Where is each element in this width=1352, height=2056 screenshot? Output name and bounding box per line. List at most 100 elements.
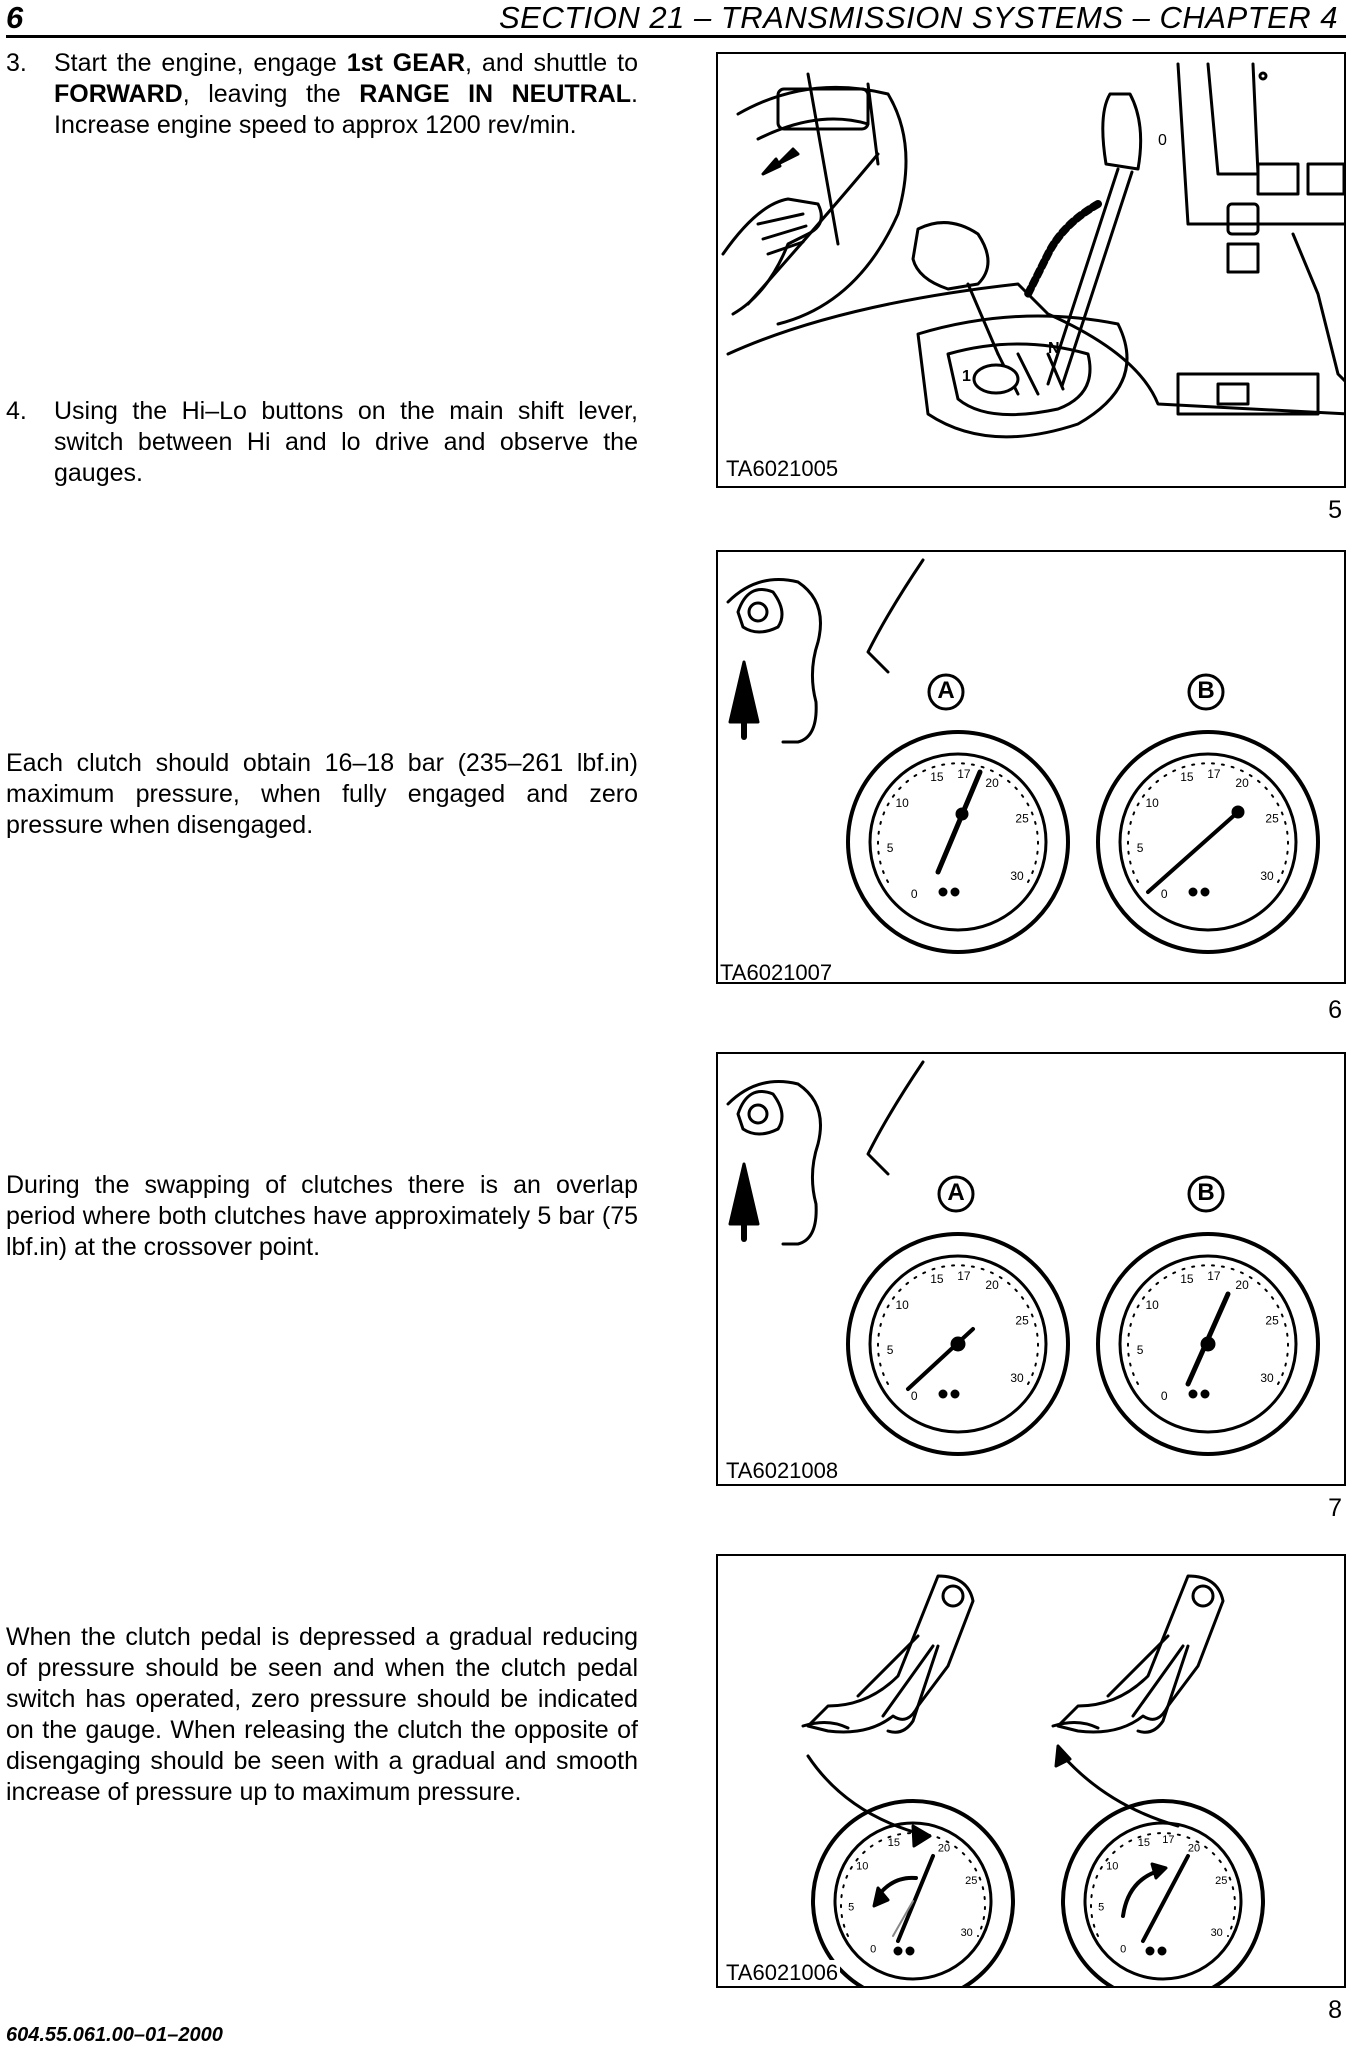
gauge-scale-label: 17 — [1207, 767, 1221, 781]
gauge-scale-label: 10 — [1145, 796, 1159, 810]
gauge-scale-label: 25 — [1215, 1875, 1227, 1887]
step-text: Start the engine, engage 1st GEAR, and s… — [54, 48, 638, 141]
step-number: 4. — [6, 397, 27, 425]
gauge-scale-label: 25 — [1265, 812, 1279, 826]
header-rule — [6, 35, 1346, 38]
gauge-a-label: A — [937, 677, 955, 704]
figure-gauges-hi-lo: 0 5 10 15 17 20 25 30 0 5 10 15 17 20 25 30 A B TA6021… — [716, 550, 1346, 984]
paragraph-clutch-pedal: When the clutch pedal is depressed a gra… — [6, 1623, 638, 1806]
step-4: 4. Using the Hi–Lo buttons on the main s… — [6, 396, 638, 489]
step-text-bold: FORWARD — [54, 80, 183, 108]
neutral-label: N — [1048, 340, 1060, 357]
gauge-scale-label: 25 — [1265, 1314, 1279, 1328]
figure-number: 7 — [1328, 1494, 1342, 1522]
gauge-scale-label: 25 — [1015, 812, 1029, 826]
pedal-left — [801, 1574, 975, 1848]
gauge-scale-label: 15 — [1180, 1272, 1194, 1286]
gauge-b: 0 5 10 15 17 20 25 30 — [1096, 730, 1320, 954]
figure-reference: TA6021007 — [718, 960, 835, 984]
gauge-scale-label: 17 — [957, 767, 971, 781]
gauge-scale-label: 15 — [888, 1837, 900, 1849]
step-text-part: Start the engine, engage — [54, 49, 347, 77]
gauge-scale-label: 20 — [985, 776, 999, 790]
dial-zero-label: 0 — [1158, 132, 1167, 149]
gauge-scale-label: 5 — [887, 1343, 894, 1357]
figure-number: 8 — [1328, 1996, 1342, 2024]
paragraph-clutch-pressure: Each clutch should obtain 16–18 bar (235… — [6, 749, 638, 839]
gauge-scale-label: 0 — [1161, 887, 1168, 901]
pedal-gauge-right: 0 5 10 15 17 20 25 30 — [1061, 1799, 1265, 1986]
gauge-scale-label: 30 — [1260, 869, 1274, 883]
gauge-scale-label: 17 — [912, 1834, 924, 1846]
step-text-bold: 1st GEAR — [346, 49, 466, 77]
gauge-b-label: B — [1197, 677, 1215, 704]
gauge-a-label: A — [947, 1179, 965, 1206]
first-gear-label: 1 — [962, 368, 971, 385]
figure-reference: TA6021008 — [724, 1458, 841, 1484]
gauge-scale-label: 20 — [985, 1278, 999, 1292]
gauge-scale-label: 30 — [961, 1927, 973, 1939]
pedal-right — [1051, 1574, 1225, 1828]
step-number: 3. — [6, 49, 27, 77]
gauge-scale-label: 5 — [887, 841, 894, 855]
gauge-scale-label: 30 — [1211, 1927, 1223, 1939]
gauge-b: 0 5 10 15 17 20 25 30 — [1096, 1232, 1320, 1456]
gauge-scale-label: 0 — [1120, 1943, 1126, 1955]
gauge-scale-label: 10 — [1106, 1860, 1118, 1872]
gauges-illustration: 0 5 10 15 17 20 25 30 0 5 10 15 17 20 25 30 — [726, 558, 1320, 954]
gauge-a: 0 5 10 15 17 20 25 30 — [846, 1232, 1070, 1456]
gauge-scale-label: 10 — [895, 796, 909, 810]
gauge-b-label: B — [1197, 1179, 1215, 1206]
gauge-scale-label: 20 — [938, 1842, 950, 1854]
figure-number: 6 — [1328, 996, 1342, 1024]
figure-clutch-pedal: 0 5 10 15 17 20 25 30 0 5 10 15 17 20 25 30 TA6021006 — [716, 1554, 1346, 1988]
shift-lever-illustration — [721, 62, 1344, 439]
gauge-scale-label: 17 — [1162, 1834, 1174, 1846]
gauge-scale-label: 0 — [1161, 1389, 1168, 1403]
gauge-a: 0 5 10 15 17 20 25 30 — [846, 730, 1070, 954]
gauge-scale-label: 20 — [1235, 1278, 1249, 1292]
gauge-scale-label: 15 — [930, 1272, 944, 1286]
figure-gauges-crossover: 0 5 10 15 17 20 25 30 0 5 10 15 17 20 25 30 A B TA6021… — [716, 1052, 1346, 1486]
page-number: 6 — [6, 0, 24, 35]
gauge-scale-label: 15 — [1180, 770, 1194, 784]
step-text-part: , and shuttle to — [465, 49, 638, 77]
gauge-scale-label: 30 — [1010, 1371, 1024, 1385]
gauge-scale-label: 5 — [1098, 1901, 1104, 1913]
gauges-illustration: 0 5 10 15 17 20 25 30 0 5 10 15 17 20 25 30 — [726, 1060, 1320, 1456]
step-text-part: . Increase engine speed to approx 1200 r… — [54, 80, 638, 139]
figure-reference: TA6021005 — [724, 456, 841, 482]
gauge-scale-label: 15 — [1138, 1837, 1150, 1849]
gauge-scale-label: 5 — [1137, 841, 1144, 855]
gauge-scale-label: 30 — [1260, 1371, 1274, 1385]
figure-shift-lever: TA6021005 N 1 0 — [716, 52, 1346, 488]
step-text-bold: RANGE IN NEUTRAL — [359, 80, 632, 108]
paragraph-crossover: During the swapping of clutches there is… — [6, 1171, 638, 1261]
gauge-scale-label: 17 — [1207, 1269, 1221, 1283]
gauge-scale-label: 20 — [1188, 1842, 1200, 1854]
document-code: 604.55.061.00–01–2000 — [6, 2024, 223, 2046]
gauge-scale-label: 5 — [848, 1901, 854, 1913]
figure-reference: TA6021006 — [724, 1960, 841, 1986]
gauge-scale-label: 20 — [1235, 776, 1249, 790]
gauge-scale-label: 30 — [1010, 869, 1024, 883]
gauge-scale-label: 15 — [930, 770, 944, 784]
gauge-scale-label: 10 — [895, 1298, 909, 1312]
gauge-scale-label: 17 — [957, 1269, 971, 1283]
page-header: 6 SECTION 21 – TRANSMISSION SYSTEMS – CH… — [6, 0, 1346, 35]
gauge-scale-label: 0 — [870, 1943, 876, 1955]
step-text-part: , leaving the — [182, 80, 360, 108]
gauge-scale-label: 10 — [856, 1860, 868, 1872]
gauge-scale-label: 10 — [1145, 1298, 1159, 1312]
gauge-scale-label: 5 — [1137, 1343, 1144, 1357]
section-title: SECTION 21 – TRANSMISSION SYSTEMS – CHAP… — [498, 0, 1338, 35]
step-text: Using the Hi–Lo buttons on the main shif… — [54, 397, 638, 487]
gauge-scale-label: 0 — [911, 1389, 918, 1403]
figure-number: 5 — [1328, 496, 1342, 524]
step-3: 3. Start the engine, engage 1st GEAR, an… — [6, 48, 638, 141]
gauge-scale-label: 25 — [965, 1875, 977, 1887]
gauge-scale-label: 25 — [1015, 1314, 1029, 1328]
pedal-gauge-left: 0 5 10 15 17 20 25 30 — [811, 1799, 1015, 1986]
gauge-scale-label: 0 — [911, 887, 918, 901]
clutch-pedal-illustration: 0 5 10 15 17 20 25 30 0 5 10 15 17 20 25 30 — [801, 1574, 1265, 1986]
